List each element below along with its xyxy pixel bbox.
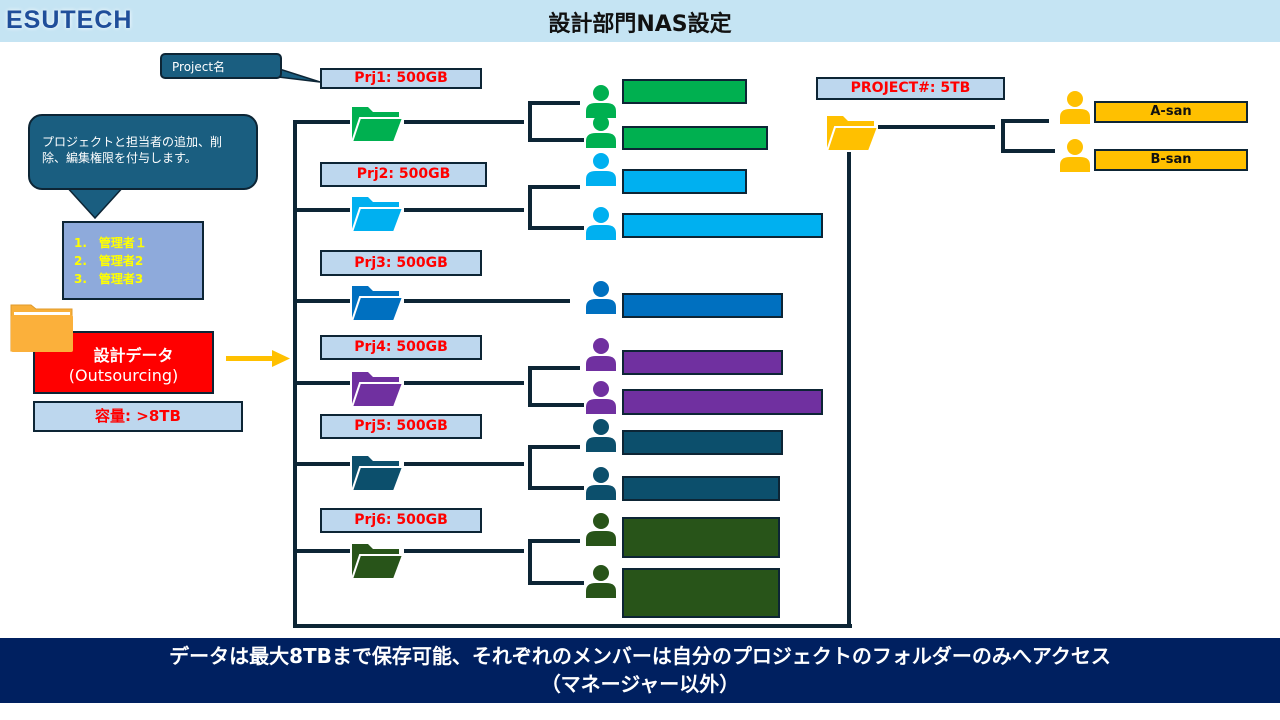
member-bar [622, 476, 780, 501]
page-title: 設計部門NAS設定 [548, 12, 732, 37]
project-label: Prj2: 500GB [320, 162, 487, 187]
user-icon [585, 206, 617, 240]
folder-icon[interactable] [825, 112, 880, 152]
bracket-line [528, 185, 532, 230]
user-icon [585, 418, 617, 452]
bracket-line [528, 226, 584, 230]
project-label: Prj6: 500GB [320, 508, 482, 533]
footer-line-1: データは最大8TBまで保存可能、それぞれのメンバーは自分のプロジェクトのフォルダ… [169, 644, 1111, 668]
design-data-title: 設計データ [93, 346, 174, 365]
bracket-line [1001, 119, 1005, 153]
project-label: Prj1: 500GB [320, 68, 482, 89]
admin-item: 2. 管理者2 [74, 254, 144, 268]
member-bar [622, 126, 768, 150]
connector-line [404, 120, 524, 124]
user-icon [585, 512, 617, 546]
connector-line [404, 208, 524, 212]
bracket-line [528, 581, 584, 585]
connector-line [404, 462, 524, 466]
template-project-label: PROJECT#: 5TB [816, 77, 1005, 100]
header-bar: ESUTECH 設計部門NAS設定 [0, 0, 1280, 42]
project-label: Prj3: 500GB [320, 250, 482, 276]
member-bar [622, 293, 783, 318]
bracket-line [528, 445, 580, 449]
bracket-line [528, 486, 584, 490]
member-name-box: A-san [1094, 101, 1248, 123]
bracket-line [1001, 149, 1055, 153]
user-icon [585, 380, 617, 414]
member-bar [622, 79, 747, 104]
folder-icon[interactable] [350, 193, 405, 233]
admin-note-callout: プロジェクトと担当者の追加、削除、編集権限を付与します。 [28, 114, 258, 190]
bracket-line [528, 185, 580, 189]
branch-line [295, 120, 350, 124]
user-icon [585, 114, 617, 148]
connector-line [878, 125, 995, 129]
member-name-box: B-san [1094, 149, 1248, 171]
tree-right [847, 152, 851, 628]
member-bar [622, 389, 823, 415]
user-icon [585, 152, 617, 186]
branch-line [295, 381, 350, 385]
callout-pointer [270, 65, 321, 83]
folder-icon[interactable] [350, 452, 405, 492]
user-icon [585, 84, 617, 118]
user-icon [585, 280, 617, 314]
folder-icon[interactable] [350, 368, 405, 408]
user-icon [585, 466, 617, 500]
branch-line [295, 462, 350, 466]
connector-line [404, 299, 570, 303]
capacity-label: 容量: >8TB [33, 401, 243, 432]
tree-trunk [293, 120, 297, 628]
bracket-line [528, 101, 532, 142]
user-icon [585, 337, 617, 371]
user-icon [1059, 90, 1091, 124]
company-logo: ESUTECH [6, 6, 133, 34]
callout-pointer [63, 185, 127, 220]
project-label: Prj4: 500GB [320, 335, 482, 360]
folder-icon[interactable] [350, 103, 405, 143]
admin-item: 3. 管理者3 [74, 272, 144, 286]
member-bar [622, 350, 783, 375]
bracket-line [528, 539, 532, 585]
bracket-line [528, 138, 584, 142]
user-icon [1059, 138, 1091, 172]
bracket-line [1001, 119, 1049, 123]
footer-line-2: （マネージャー以外） [540, 672, 740, 696]
connector-line [404, 549, 524, 553]
branch-line [295, 299, 350, 303]
project-label: Prj5: 500GB [320, 414, 482, 439]
member-bar [622, 213, 823, 238]
bracket-line [528, 101, 580, 105]
member-bar [622, 169, 747, 194]
folder-icon[interactable] [350, 282, 405, 322]
member-bar [622, 430, 783, 455]
folder-icon [10, 304, 73, 352]
member-bar [622, 568, 780, 618]
tree-bottom [293, 624, 852, 628]
footer-banner: データは最大8TBまで保存可能、それぞれのメンバーは自分のプロジェクトのフォルダ… [0, 638, 1280, 703]
folder-icon[interactable] [350, 540, 405, 580]
design-data-subtitle: (Outsourcing) [68, 366, 179, 385]
bracket-line [528, 539, 580, 543]
admin-list: 1. 管理者１ 2. 管理者2 3. 管理者3 [62, 221, 204, 300]
member-bar [622, 517, 780, 558]
bracket-line [528, 366, 532, 407]
user-icon [585, 564, 617, 598]
bracket-line [528, 366, 580, 370]
branch-line [295, 549, 350, 553]
branch-line [295, 208, 350, 212]
bracket-line [528, 403, 584, 407]
arrow-right-icon [226, 350, 290, 367]
bracket-line [528, 445, 532, 490]
project-name-callout: Project名 [160, 53, 282, 79]
connector-line [404, 381, 524, 385]
admin-item: 1. 管理者１ [74, 236, 147, 250]
